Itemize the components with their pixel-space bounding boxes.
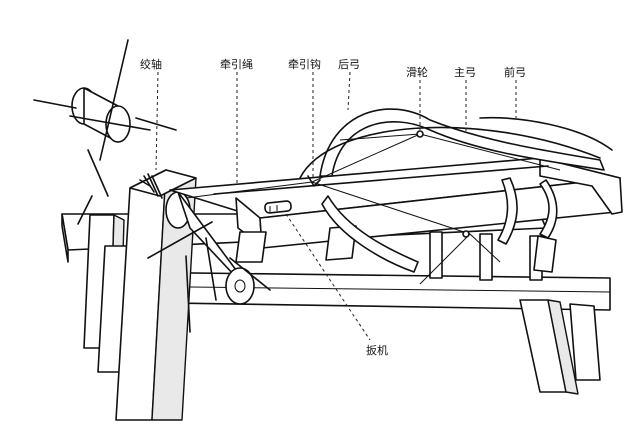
label-winch: 绞轴: [140, 57, 162, 71]
pull-hook: [307, 175, 321, 187]
spring-coil: [139, 173, 163, 199]
label-main-bow: 主弓: [454, 66, 476, 79]
front-leg-right-b: [569, 303, 601, 381]
label-front-bow: 前弓: [504, 65, 526, 79]
label-pull-hook: 牵引钩: [288, 57, 321, 71]
pulley-wheel: [416, 130, 424, 138]
winch-handle: [99, 39, 129, 161]
right-back-leg: [533, 235, 557, 273]
rear-bow: [321, 177, 558, 273]
label-pulley: 滑轮: [406, 65, 428, 79]
winch-assembly: [33, 39, 271, 421]
cross-beam: [429, 231, 443, 279]
main-bow: [299, 108, 613, 179]
label-pull-rope: 牵引绳: [220, 57, 253, 71]
pulley-wheel-lower: [462, 230, 470, 238]
label-rear-bow: 后弓: [338, 58, 360, 71]
leader-lines: [155, 71, 517, 341]
rear-bow-arm-left: [321, 195, 419, 273]
rear-bow-arm-right: [497, 177, 518, 245]
ropes: [185, 130, 561, 285]
label-trigger: 扳机: [366, 343, 388, 357]
pull-rope-line: [185, 181, 313, 199]
trigger-slot: [264, 200, 292, 214]
